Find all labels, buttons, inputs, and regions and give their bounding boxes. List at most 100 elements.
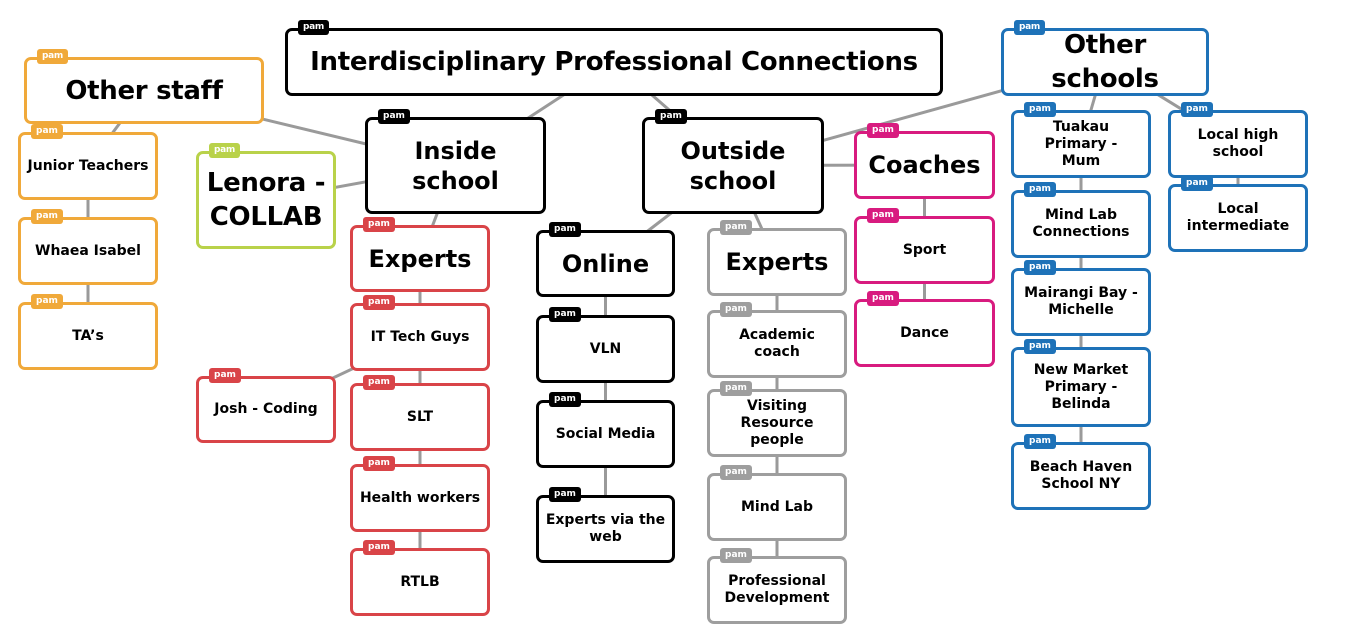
node-label: Josh - Coding xyxy=(214,401,318,417)
node-label: Mind Lab xyxy=(741,498,813,515)
node-label: Other staff xyxy=(65,75,223,106)
node-label: Mairangi Bay - Michelle xyxy=(1024,285,1138,318)
tag-label: pam xyxy=(363,217,395,232)
node-label: IT Tech Guys xyxy=(370,328,470,345)
tag-label: pam xyxy=(720,220,752,235)
tag-label: pam xyxy=(1024,434,1056,449)
node-label: Outside school xyxy=(680,136,786,195)
tag-label: pam xyxy=(31,294,63,309)
node-label: Coaches xyxy=(868,151,981,179)
tag-label: pam xyxy=(363,295,395,310)
tag-label: pam xyxy=(1181,176,1213,191)
tag-label: pam xyxy=(720,381,752,396)
tag-label: pam xyxy=(31,124,63,139)
tag-label: pam xyxy=(549,487,581,502)
tag-label: pam xyxy=(867,208,899,223)
tag-label: pam xyxy=(720,302,752,317)
node-label: Professional Development xyxy=(724,573,830,606)
tag-label: pam xyxy=(1181,102,1213,117)
node-label: Academic coach xyxy=(739,327,815,360)
tag-label: pam xyxy=(1024,260,1056,275)
tag-label: pam xyxy=(867,291,899,306)
tag-label: pam xyxy=(655,109,687,124)
node-label: Lenora - COLLAB xyxy=(206,168,326,232)
node-label: Whaea Isabel xyxy=(35,242,141,259)
node-label: Sport xyxy=(902,241,947,258)
node-label: Beach Haven School NY xyxy=(1029,459,1133,492)
tag-label: pam xyxy=(363,456,395,471)
tag-label: pam xyxy=(363,540,395,555)
tag-label: pam xyxy=(867,123,899,138)
tag-label: pam xyxy=(363,375,395,390)
node-it-tech-guys[interactable]: pam IT Tech Guys xyxy=(350,295,490,371)
tag-label: pam xyxy=(1024,182,1056,197)
node-label: Health workers xyxy=(359,489,481,506)
node-label: Inside school xyxy=(412,136,499,195)
node-label: Junior Teachers xyxy=(27,157,149,174)
tag-label: pam xyxy=(720,465,752,480)
tag-label: pam xyxy=(549,392,581,407)
tag-label: pam xyxy=(37,49,68,64)
tag-label: pam xyxy=(720,548,752,563)
tag-label: pam xyxy=(1014,20,1045,35)
node-label: RTLB xyxy=(400,573,440,590)
node-label: Dance xyxy=(900,324,949,341)
node-label: Local intermediate xyxy=(1186,201,1290,234)
node-label: Tuakau Primary - Mum xyxy=(1044,118,1118,169)
node-label: Experts xyxy=(368,244,472,273)
tag-label: pam xyxy=(1024,339,1056,354)
node-label: Experts xyxy=(725,248,829,276)
node-label: Other schools xyxy=(1051,30,1159,94)
tag-label: pam xyxy=(549,222,581,237)
node-label: New Market Primary - Belinda xyxy=(1033,361,1129,412)
tag-label: pam xyxy=(298,20,329,35)
tag-label: pam xyxy=(378,109,410,124)
tag-label: pam xyxy=(209,368,241,383)
node-label: Local high school xyxy=(1197,127,1279,160)
node-label: Social Media xyxy=(555,425,656,442)
node-label: Interdisciplinary Professional Connectio… xyxy=(310,47,918,77)
node-label: Mind Lab Connections xyxy=(1032,207,1130,240)
node-label: Online xyxy=(561,249,650,278)
node-label: Experts via the web xyxy=(545,512,666,545)
tag-label: pam xyxy=(549,307,581,322)
tag-label: pam xyxy=(209,143,240,158)
tag-label: pam xyxy=(31,209,63,224)
node-label: SLT xyxy=(406,408,434,425)
node-label: VLN xyxy=(589,340,622,357)
